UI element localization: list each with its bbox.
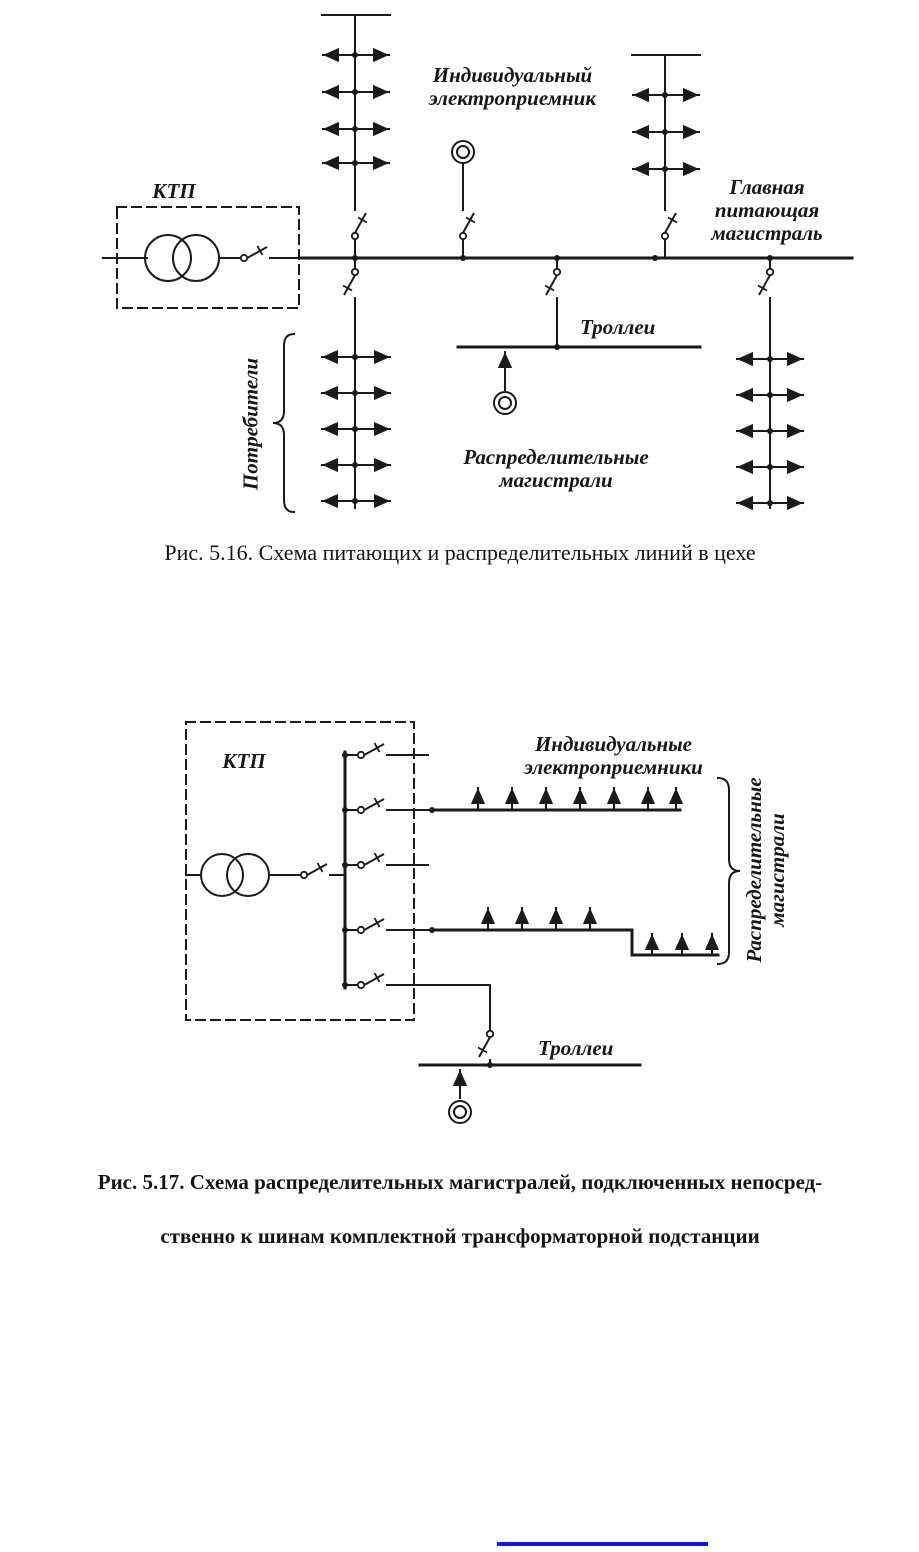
consumers-brace bbox=[272, 332, 296, 514]
ktp-unit bbox=[102, 206, 301, 309]
load-arrows bbox=[632, 87, 700, 177]
label-trolleys-517: Троллеи bbox=[538, 1036, 614, 1060]
distribution-riser-bottom-left bbox=[321, 257, 391, 509]
load-arrows bbox=[470, 787, 684, 811]
breaker-icon bbox=[239, 245, 268, 263]
load-arrows bbox=[322, 47, 390, 171]
individual-receiver-branch bbox=[451, 140, 476, 259]
caption-fig-5-17: Рис. 5.17. Схема распределительных магис… bbox=[20, 1142, 900, 1277]
transformer-icon bbox=[200, 853, 270, 897]
label-distribution-mains-517: Распределительные магистрали bbox=[742, 777, 789, 963]
blue-underline bbox=[497, 1542, 708, 1546]
main-feeding-bus bbox=[298, 255, 854, 261]
load-arrows bbox=[736, 351, 804, 511]
breaker-icon bbox=[757, 267, 775, 296]
substation-busbar bbox=[342, 750, 348, 990]
breaker-icon bbox=[544, 267, 562, 296]
trolley-branch bbox=[456, 257, 702, 415]
receiver-icon bbox=[448, 1100, 472, 1124]
breaker-icon bbox=[458, 212, 476, 241]
breaker-icon bbox=[356, 917, 385, 935]
spare-feeder-top bbox=[344, 742, 429, 760]
label-main-feeding-line: Главная питающая магистраль bbox=[711, 175, 823, 245]
breaker-icon bbox=[356, 797, 385, 815]
breaker-icon bbox=[299, 862, 328, 880]
load-arrows bbox=[321, 349, 391, 509]
trolley-branch bbox=[344, 972, 642, 1124]
label-ktp-517: КТП bbox=[222, 749, 266, 773]
distribution-riser-top-left bbox=[321, 14, 391, 259]
breaker-icon bbox=[660, 212, 678, 241]
spare-feeder-middle bbox=[344, 852, 429, 870]
breaker-icon bbox=[477, 1029, 495, 1058]
breaker-icon bbox=[356, 742, 385, 760]
ktp-dashed-box bbox=[185, 721, 415, 1021]
distribution-riser-bottom-right bbox=[736, 257, 804, 511]
label-distribution-mains-516: Распределительные магистрали bbox=[463, 445, 649, 492]
ktp-unit bbox=[185, 721, 415, 1021]
receiver-icon bbox=[451, 140, 475, 164]
breaker-icon bbox=[356, 972, 385, 990]
caption-fig-5-16: Рис. 5.16. Схема питающих и распределите… bbox=[164, 540, 756, 565]
transformer-icon bbox=[144, 234, 220, 282]
breaker-icon bbox=[342, 267, 360, 296]
label-trolleys-516: Троллеи bbox=[580, 315, 656, 339]
mains-brace bbox=[716, 776, 741, 966]
label-individual-receiver: Индивидуальный электроприемник bbox=[428, 63, 596, 110]
caption-fig-5-17-line2: ственно к шинам комплектной трансформато… bbox=[160, 1224, 760, 1248]
label-individual-receivers: Индивидуальные электроприемники bbox=[524, 732, 703, 779]
distribution-main-2 bbox=[344, 907, 720, 957]
label-ktp-516: КТП bbox=[152, 179, 196, 203]
distribution-main-1 bbox=[344, 787, 684, 815]
fig-5-16-diagram bbox=[102, 14, 854, 514]
distribution-riser-top-right bbox=[631, 54, 701, 259]
caption-fig-5-17-line1: Рис. 5.17. Схема распределительных магис… bbox=[97, 1170, 823, 1194]
breaker-icon bbox=[356, 852, 385, 870]
fig-5-17-diagram bbox=[185, 721, 741, 1124]
label-consumers: Потребители bbox=[238, 357, 263, 491]
load-arrows bbox=[480, 907, 720, 956]
receiver-icon bbox=[493, 391, 517, 415]
breaker-icon bbox=[350, 212, 368, 241]
